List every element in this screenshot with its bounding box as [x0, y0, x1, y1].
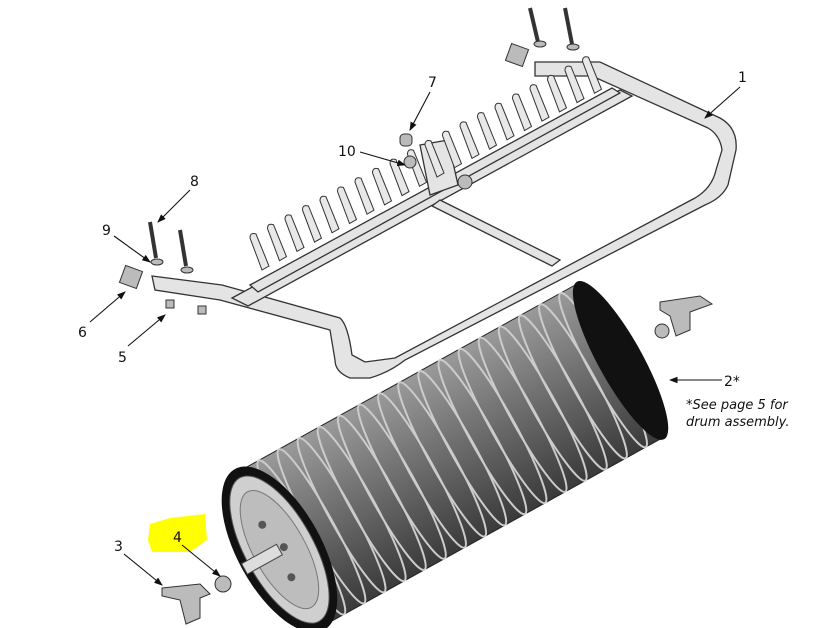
tine [459, 121, 480, 160]
drum-assembly [221, 281, 669, 628]
leader-lines [89, 86, 741, 586]
rake-frame [151, 61, 737, 379]
callout-4: 4 [173, 530, 182, 546]
tine [389, 158, 410, 197]
drum-assembly-note: *See page 5 for drum assembly. [686, 397, 790, 431]
tine [371, 167, 393, 206]
tine [354, 177, 375, 215]
tine [266, 223, 288, 262]
callout-7: 7 [428, 75, 437, 91]
callout-3: 3 [114, 539, 123, 555]
hardware-parts [118, 7, 714, 625]
tine [564, 65, 585, 104]
tine [529, 84, 550, 122]
callout-10: 10 [338, 144, 356, 160]
callout-1: 1 [738, 70, 747, 86]
callout-2: 2* [724, 374, 740, 390]
tine [249, 233, 270, 271]
note-line-1: *See page 5 for [686, 398, 788, 413]
tine [494, 102, 515, 141]
tine [476, 112, 498, 150]
tine [581, 56, 603, 95]
tine [424, 140, 445, 178]
callout-8: 8 [190, 174, 199, 190]
callout-5: 5 [118, 350, 127, 366]
callout-6: 6 [78, 325, 87, 341]
tine [284, 214, 305, 253]
tine [301, 205, 323, 243]
highlight-mark [148, 514, 207, 552]
tine [546, 74, 568, 113]
tine [336, 186, 358, 225]
note-line-2: drum assembly. [686, 415, 790, 430]
callout-9: 9 [102, 223, 111, 239]
tine [511, 93, 533, 132]
tine [441, 130, 463, 169]
rake-tines [249, 56, 603, 271]
tine [319, 195, 340, 234]
